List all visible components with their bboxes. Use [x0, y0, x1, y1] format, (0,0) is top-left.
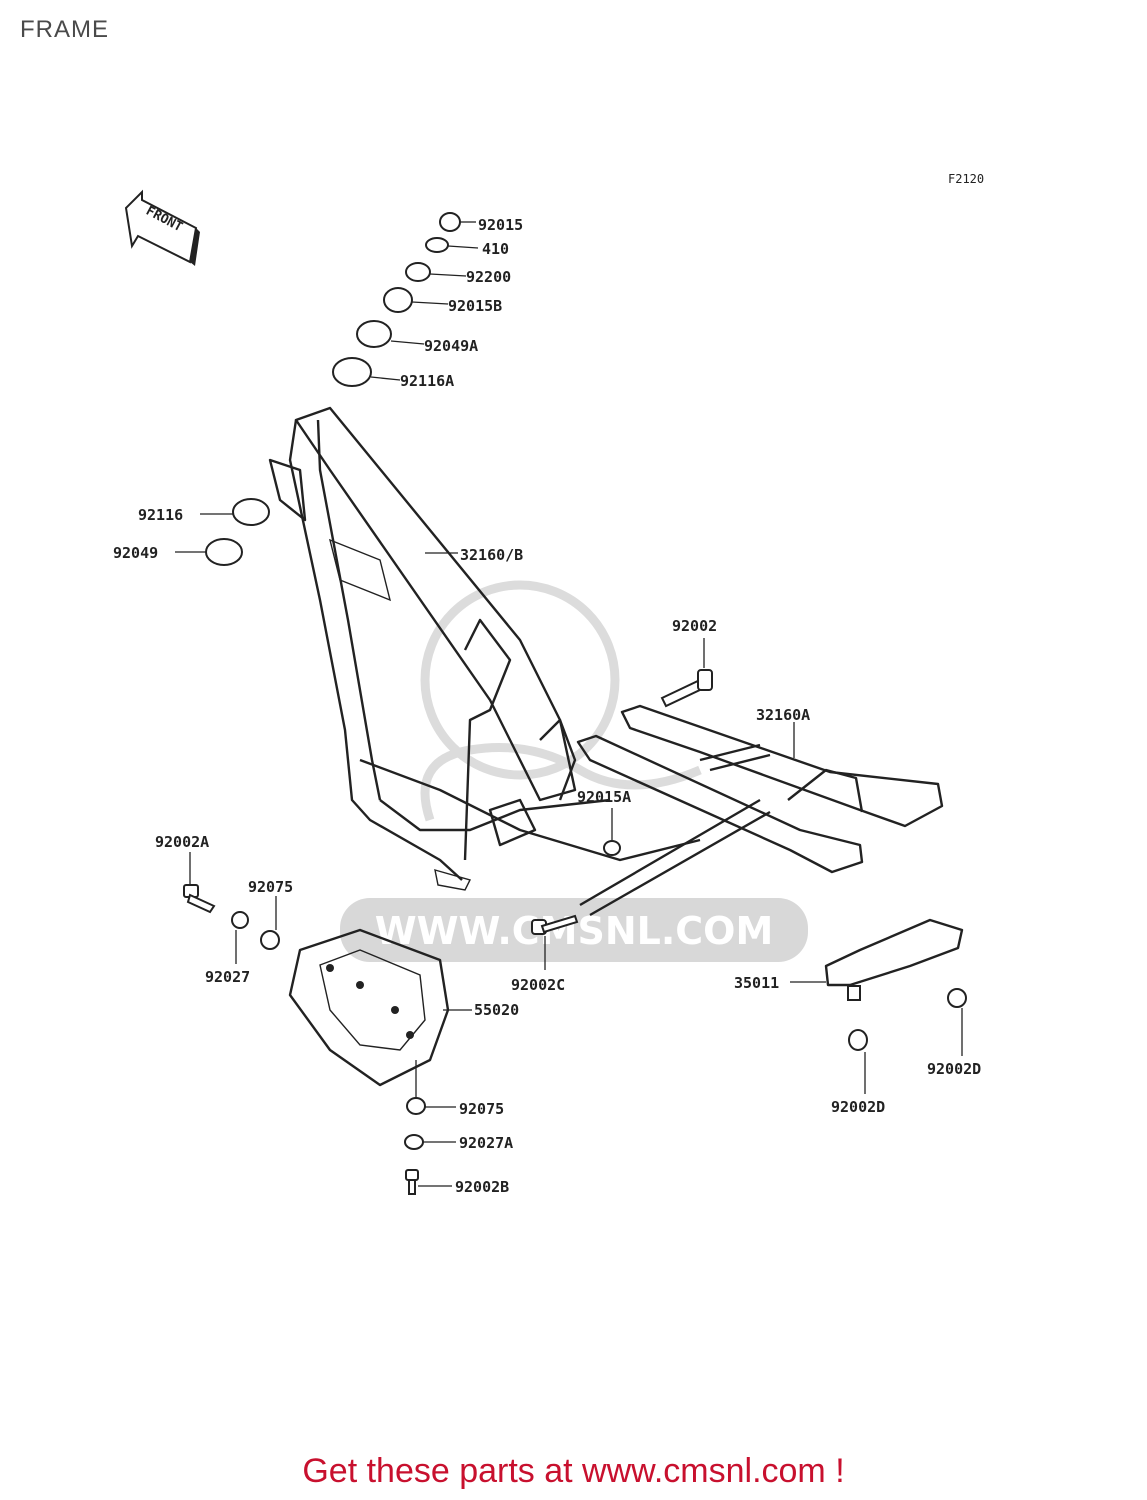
part-label-92015b: 92015B [448, 297, 502, 315]
nut-icon [603, 840, 621, 856]
bolt-icon [405, 1169, 419, 1195]
bearing-race-icon [356, 320, 392, 348]
bearing-icon [332, 357, 372, 387]
part-label-92075: 92075 [248, 878, 293, 896]
skid-plate [288, 928, 450, 1087]
part-label-92027: 92027 [205, 968, 250, 986]
part-label-55020: 55020 [474, 1001, 519, 1019]
part-label-92002d-right: 92002D [927, 1060, 981, 1078]
part-label-92027a: 92027A [459, 1134, 513, 1152]
bolt-icon [848, 1029, 868, 1051]
part-label-92002d-left: 92002D [831, 1098, 885, 1116]
part-label-92002: 92002 [672, 617, 717, 635]
bolt-icon [947, 988, 967, 1008]
rear-subframe [576, 704, 944, 917]
part-label-92075-bottom: 92075 [459, 1100, 504, 1118]
part-label-92015: 92015 [478, 216, 523, 234]
locknut-icon [383, 287, 413, 313]
washer-icon [425, 237, 449, 253]
head-bearing-stack [205, 212, 461, 566]
page-title: FRAME [20, 16, 109, 43]
chain-guide [824, 918, 964, 1001]
watermark: WWW.CMSNL.COM [340, 580, 808, 962]
washer-icon [404, 1134, 424, 1150]
part-label-410: 410 [482, 240, 509, 258]
part-labels: 92015 410 92200 92015B 92049A 92116A 921… [113, 216, 981, 1196]
part-label-92116a: 92116A [400, 372, 454, 390]
nut-icon [405, 262, 431, 282]
front-arrow-icon: FRONT [124, 189, 200, 266]
part-label-35011: 35011 [734, 974, 779, 992]
part-label-92049a: 92049A [424, 337, 478, 355]
part-label-32160a: 32160A [756, 706, 810, 724]
bearing-icon [232, 498, 270, 526]
part-label-92002a: 92002A [155, 833, 209, 851]
nut-icon [260, 930, 280, 950]
nut-icon [406, 1097, 426, 1115]
part-label-92002b: 92002B [455, 1178, 509, 1196]
part-label-92015a: 92015A [577, 788, 631, 806]
washer-icon [231, 911, 249, 929]
figure-code: F2120 [948, 172, 985, 186]
part-label-92002c: 92002C [511, 976, 565, 994]
nut-icon [439, 212, 461, 232]
part-label-92200: 92200 [466, 268, 511, 286]
part-label-92116: 92116 [138, 506, 183, 524]
bolt-icon [531, 914, 579, 935]
bearing-race-icon [205, 538, 243, 566]
leader-lines [175, 221, 963, 1187]
main-frame [268, 406, 701, 891]
part-label-92049: 92049 [113, 544, 158, 562]
part-label-32160-b: 32160/B [460, 546, 523, 564]
bolt-icon [660, 669, 713, 708]
footer-link-text[interactable]: Get these parts at www.cmsnl.com ! [302, 1452, 845, 1490]
bolt-icon [183, 884, 216, 914]
